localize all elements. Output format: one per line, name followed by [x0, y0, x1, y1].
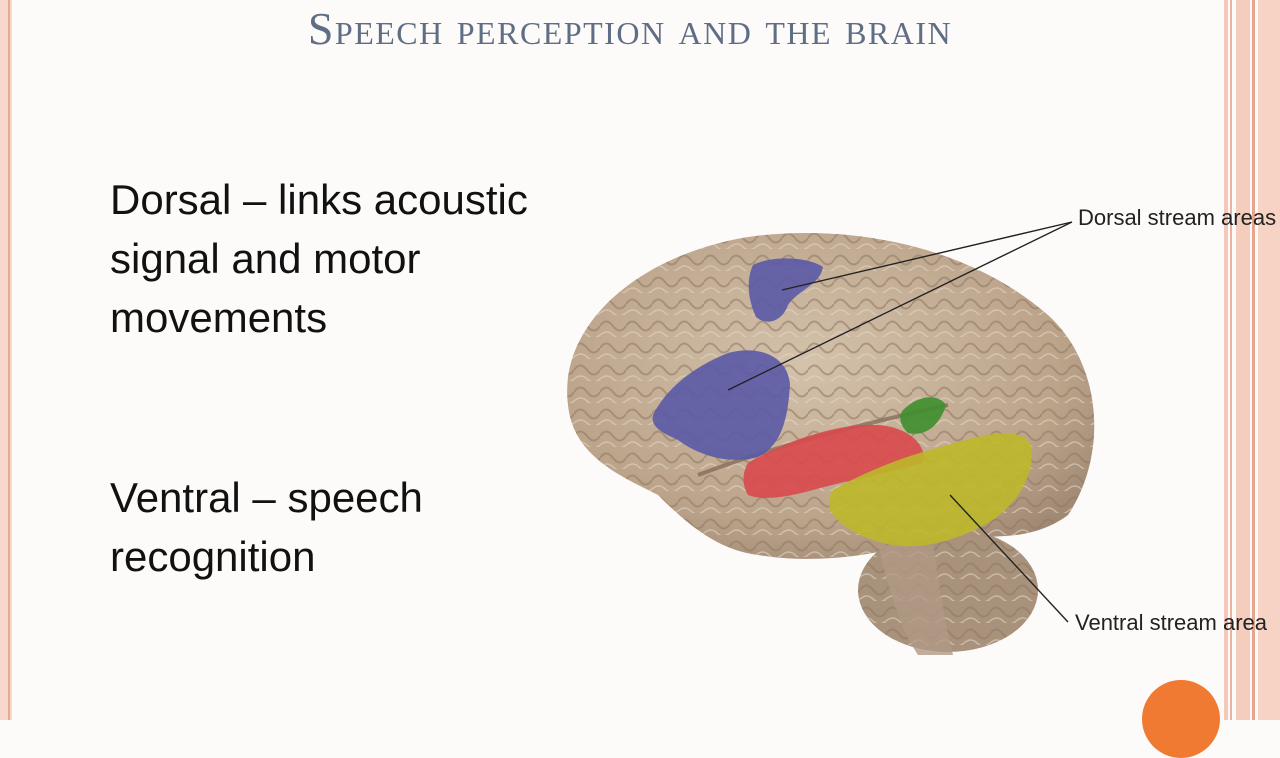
bullet-dorsal: Dorsal – links acoustic signal and motor…: [110, 176, 528, 341]
right-border-stripes: [1224, 0, 1280, 720]
green-area: [900, 397, 946, 434]
label-dorsal-text: Dorsal stream areas: [1078, 205, 1277, 230]
label-ventral-stream: Ventral stream area: [1075, 608, 1267, 637]
slide-title: Speech perception and the brain: [307, 3, 953, 54]
ventral-area-red: [743, 424, 924, 498]
brain-diagram: [567, 233, 1095, 655]
left-border: [0, 0, 12, 720]
label-dorsal-stream: Dorsal stream areas: [1078, 203, 1276, 232]
label-ventral-text: Ventral stream area: [1075, 610, 1267, 635]
bullet-ventral: Ventral – speech recognition: [110, 474, 423, 580]
nav-circle-button[interactable]: [1142, 680, 1220, 758]
